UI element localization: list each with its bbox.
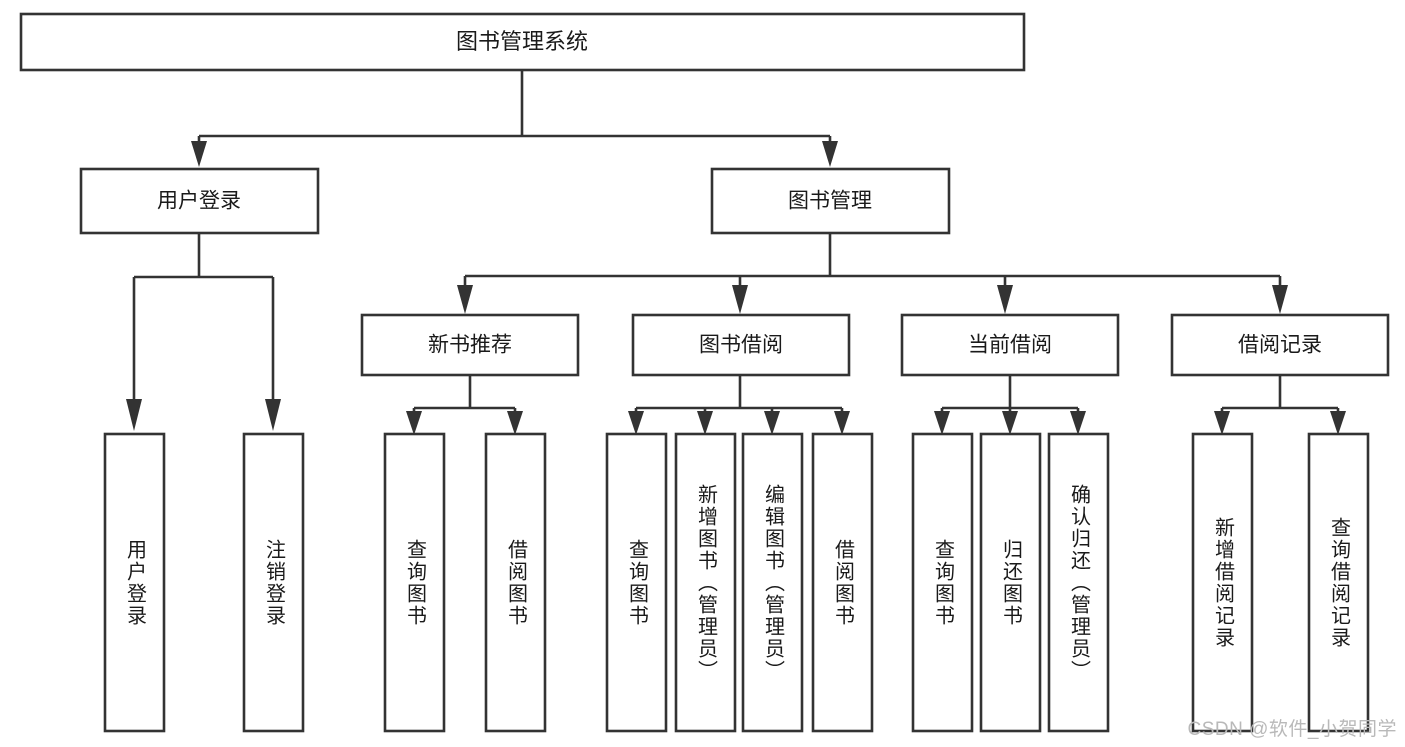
arrow-leaf-query-record: [1330, 411, 1346, 435]
leaf-box-return-book[interactable]: [979, 432, 1042, 733]
arrow-borrow-record: [1272, 285, 1288, 314]
arrow-leaf-query-book-2: [628, 411, 644, 435]
node-book-manage-box[interactable]: [710, 167, 951, 235]
node-borrow-record-box[interactable]: [1170, 313, 1390, 377]
arrow-leaf-return-book: [1002, 411, 1018, 435]
arrow-leaf-edit-book: [764, 411, 780, 435]
arrow-leaf-query-book-1: [406, 411, 422, 435]
node-user-login-box[interactable]: [79, 167, 320, 235]
leaf-box-edit-book[interactable]: [741, 432, 804, 733]
node-borrow-record[interactable]: 借阅记录: [1170, 313, 1390, 377]
leaf-box-add-book[interactable]: [674, 432, 737, 733]
arrow-book-borrow: [732, 285, 748, 314]
arrow-current-borrow: [997, 285, 1013, 314]
leaf-box-user-login[interactable]: [103, 432, 166, 733]
node-borrow-record-label: 借阅记录: [1238, 334, 1322, 357]
node-user-login-label: 用户登录: [157, 190, 241, 213]
leaf-box-confirm-return[interactable]: [1047, 432, 1110, 733]
csdn-watermark: CSDN @软件_小贺同学: [1187, 719, 1397, 740]
arrow-leaf-add-book: [697, 411, 713, 435]
leaf-box-borrow-book-1[interactable]: [484, 432, 547, 733]
arrow-leaf-borrow-book-2: [834, 411, 850, 435]
node-book-borrow[interactable]: 图书借阅: [631, 313, 851, 377]
arrow-leaf-add-record: [1214, 411, 1230, 435]
leaf-box-query-book-3[interactable]: [911, 432, 974, 733]
leaf-box-query-book-1[interactable]: [383, 432, 446, 733]
arrow-leaf-logout-login: [265, 399, 281, 431]
arrow-leaf-borrow-book-1: [507, 411, 523, 435]
node-title[interactable]: 图书管理系统: [19, 12, 1026, 72]
node-current-borrow-label: 当前借阅: [968, 334, 1052, 357]
leaf-box-query-book-2[interactable]: [605, 432, 668, 733]
node-current-borrow[interactable]: 当前借阅: [900, 313, 1120, 377]
node-new-book-recommend-label: 新书推荐: [428, 334, 512, 357]
leaf-box-logout-login[interactable]: [242, 432, 305, 733]
leaf-box-borrow-book-2[interactable]: [811, 432, 874, 733]
node-book-borrow-label: 图书借阅: [699, 334, 783, 357]
node-book-manage[interactable]: 图书管理: [710, 167, 951, 235]
node-new-book-recommend-box[interactable]: [360, 313, 580, 377]
node-book-manage-label: 图书管理: [788, 190, 872, 213]
node-user-login[interactable]: 用户登录: [79, 167, 320, 235]
node-book-borrow-box[interactable]: [631, 313, 851, 377]
node-new-book-recommend[interactable]: 新书推荐: [360, 313, 580, 377]
arrow-new-book-recommend: [457, 285, 473, 314]
arrow-leaf-query-book-3: [934, 411, 950, 435]
node-title-box[interactable]: [19, 12, 1026, 72]
arrow-book-manage: [822, 141, 838, 167]
node-title-label: 图书管理系统: [456, 29, 588, 54]
arrow-leaf-user-login: [126, 399, 142, 431]
arrow-leaf-confirm-return: [1070, 411, 1086, 435]
leaf-box-query-record[interactable]: [1307, 432, 1370, 733]
arrow-user-login: [191, 141, 207, 167]
connectors: [126, 70, 1346, 435]
node-current-borrow-box[interactable]: [900, 313, 1120, 377]
leaf-boxes: [103, 432, 1370, 733]
leaf-box-add-record[interactable]: [1191, 432, 1254, 733]
